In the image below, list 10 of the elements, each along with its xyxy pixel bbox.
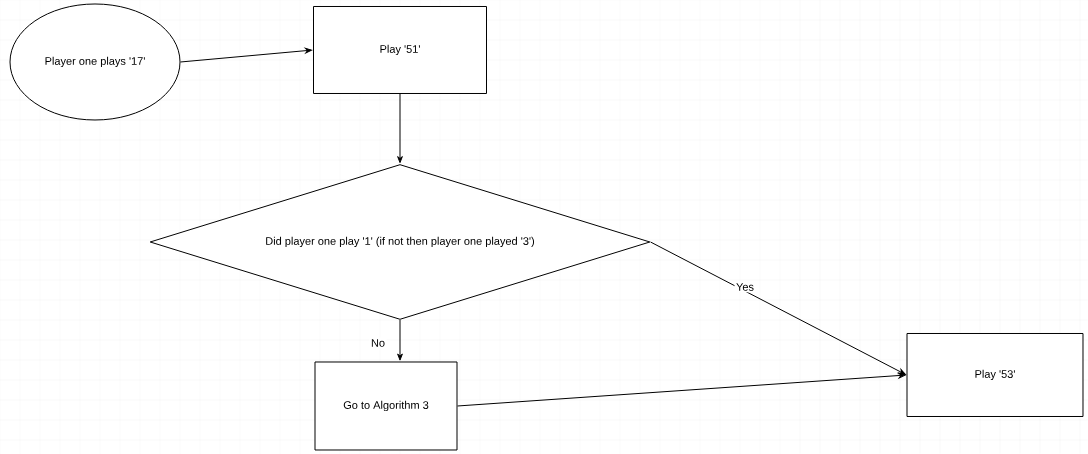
- process-box: Go to Algorithm 3: [314, 361, 458, 451]
- edge-label: Yes: [734, 281, 756, 293]
- arrow: [397, 319, 403, 361]
- arrow: [457, 372, 906, 407]
- arrow: [180, 47, 313, 63]
- process-box: Play '51': [313, 6, 487, 94]
- arrow: [397, 93, 403, 164]
- arrow: [650, 241, 906, 375]
- edge-label: No: [369, 337, 387, 349]
- process-box: Play '53': [906, 333, 1084, 417]
